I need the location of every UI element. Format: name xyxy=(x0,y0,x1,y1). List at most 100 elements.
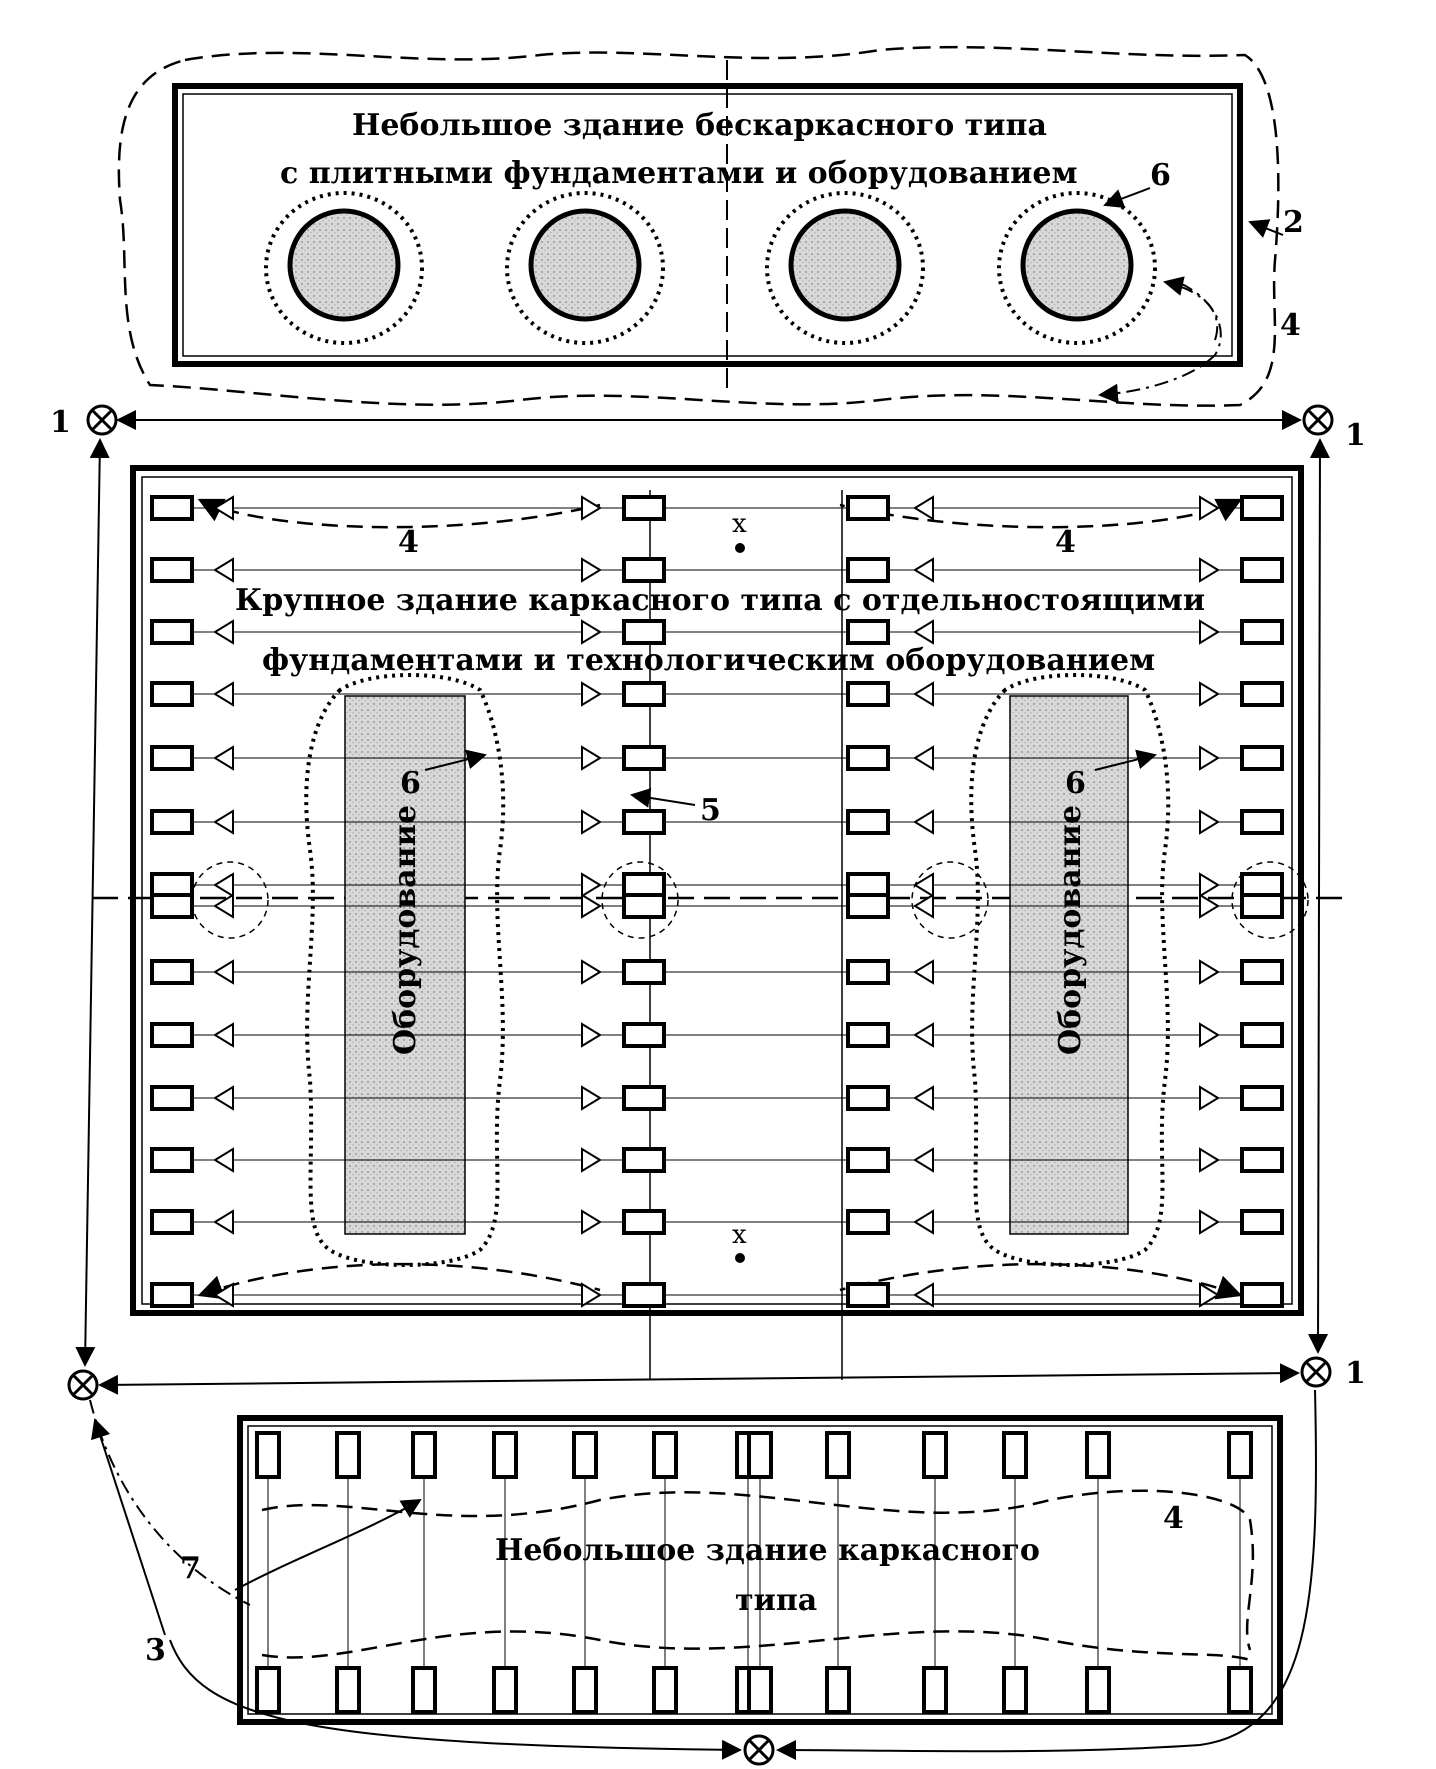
top-building-title-line1: Небольшое здание бескаркасного типа xyxy=(352,108,1047,143)
triangle-marker-icon xyxy=(581,809,602,835)
triangle-marker-icon xyxy=(213,495,234,521)
column-foundation-icon xyxy=(846,809,890,835)
column-foundation-icon xyxy=(1085,1431,1111,1479)
point-x-bottom: x xyxy=(732,1220,747,1250)
bottom-building: Небольшое здание каркасного типа 4 xyxy=(237,1415,1283,1725)
triangle-marker-icon xyxy=(1199,959,1220,985)
callout-4-bottom: 4 xyxy=(1163,1501,1184,1536)
callout-6-mid-left: 6 xyxy=(400,766,421,801)
column-foundation-icon xyxy=(150,619,194,645)
triangle-marker-icon xyxy=(1199,809,1220,835)
triangle-marker-icon xyxy=(913,893,934,919)
column-foundation-icon xyxy=(846,745,890,771)
column-foundation-icon xyxy=(1240,495,1284,521)
triangle-marker-icon xyxy=(913,495,934,521)
callout-7: 7 xyxy=(180,1551,201,1586)
column-foundation-icon xyxy=(335,1431,361,1479)
callout-3: 3 xyxy=(145,1633,166,1668)
column-foundation-icon xyxy=(150,557,194,583)
column-foundation-icon xyxy=(150,1209,194,1235)
column-foundation-icon xyxy=(1227,1666,1253,1714)
column-foundation-icon xyxy=(150,872,194,898)
triangle-marker-icon xyxy=(581,1209,602,1235)
triangle-marker-icon xyxy=(581,1282,602,1308)
triangle-marker-icon xyxy=(913,809,934,835)
station-top-left xyxy=(86,404,118,436)
column-foundation-icon xyxy=(922,1666,948,1714)
column-foundation-icon xyxy=(846,872,890,898)
triangle-marker-icon xyxy=(213,959,234,985)
triangle-marker-icon xyxy=(581,893,602,919)
triangle-marker-icon xyxy=(913,557,934,583)
triangle-marker-icon xyxy=(581,1022,602,1048)
top-building-title-line2: с плитными фундаментами и оборудованием xyxy=(280,156,1078,191)
point-x-top: x xyxy=(732,509,747,539)
column-foundation-icon xyxy=(846,681,890,707)
triangle-marker-icon xyxy=(213,557,234,583)
callout-6-mid-right: 6 xyxy=(1065,766,1086,801)
column-foundation-icon xyxy=(652,1431,678,1479)
top-building: Небольшое здание бескаркасного типа с пл… xyxy=(117,45,1304,407)
triangle-marker-icon xyxy=(1199,495,1220,521)
column-foundation-icon xyxy=(622,1282,666,1308)
triangle-marker-icon xyxy=(1199,1147,1220,1173)
triangle-marker-icon xyxy=(1199,745,1220,771)
column-foundation-icon xyxy=(922,1431,948,1479)
column-foundation-icon xyxy=(622,1147,666,1173)
column-foundation-icon xyxy=(411,1666,437,1714)
triangle-marker-icon xyxy=(1199,681,1220,707)
triangle-marker-icon xyxy=(913,619,934,645)
column-foundation-icon xyxy=(846,619,890,645)
triangle-marker-icon xyxy=(1199,1022,1220,1048)
triangle-marker-icon xyxy=(213,1209,234,1235)
column-foundation-icon xyxy=(747,1431,773,1479)
triangle-marker-icon xyxy=(213,619,234,645)
column-foundation-icon xyxy=(622,1022,666,1048)
column-foundation-icon xyxy=(150,1147,194,1173)
column-foundation-icon xyxy=(622,495,666,521)
column-foundation-icon xyxy=(622,809,666,835)
triangle-marker-icon xyxy=(1199,557,1220,583)
column-foundation-icon xyxy=(622,959,666,985)
column-foundation-icon xyxy=(150,495,194,521)
column-foundation-icon xyxy=(150,1022,194,1048)
equipment-right-label: Оборудование xyxy=(1053,805,1088,1055)
triangle-marker-icon xyxy=(913,681,934,707)
bottom-building-title-line2: типа xyxy=(735,1583,817,1618)
callout-4-mid-left: 4 xyxy=(398,525,419,560)
callout-6-top: 6 xyxy=(1150,158,1171,193)
column-foundation-icon xyxy=(255,1666,281,1714)
triangle-marker-icon xyxy=(1199,1209,1220,1235)
column-foundation-icon xyxy=(150,809,194,835)
triangle-marker-icon xyxy=(913,1209,934,1235)
column-foundation-icon xyxy=(1240,1085,1284,1111)
triangle-marker-icon xyxy=(913,745,934,771)
triangle-marker-icon xyxy=(1199,1282,1220,1308)
column-foundation-icon xyxy=(622,872,666,898)
triangle-marker-icon xyxy=(213,1282,234,1308)
bottom-building-title-line1: Небольшое здание каркасного xyxy=(495,1533,1040,1568)
middle-building-title-line1: Крупное здание каркасного типа с отдельн… xyxy=(235,583,1205,618)
column-foundation-icon xyxy=(825,1431,851,1479)
column-foundation-icon xyxy=(846,1085,890,1111)
triangle-marker-icon xyxy=(213,681,234,707)
column-foundation-icon xyxy=(1240,1022,1284,1048)
column-foundation-icon xyxy=(622,745,666,771)
triangle-marker-icon xyxy=(581,745,602,771)
triangle-marker-icon xyxy=(913,1282,934,1308)
column-foundation-icon xyxy=(572,1431,598,1479)
triangle-marker-icon xyxy=(213,1147,234,1173)
column-foundation-icon xyxy=(150,959,194,985)
column-foundations xyxy=(150,495,1284,1308)
triangle-marker-icon xyxy=(581,959,602,985)
column-foundation-icon xyxy=(1240,619,1284,645)
triangle-marker-icon xyxy=(581,557,602,583)
column-foundation-icon xyxy=(1002,1666,1028,1714)
column-foundation-icon xyxy=(825,1666,851,1714)
column-foundation-icon xyxy=(622,681,666,707)
station-mid-right xyxy=(1300,1356,1332,1388)
triangle-marker-icon xyxy=(1199,872,1220,898)
callout-1-mid-right: 1 xyxy=(1345,1356,1366,1391)
column-foundation-icon xyxy=(846,893,890,919)
